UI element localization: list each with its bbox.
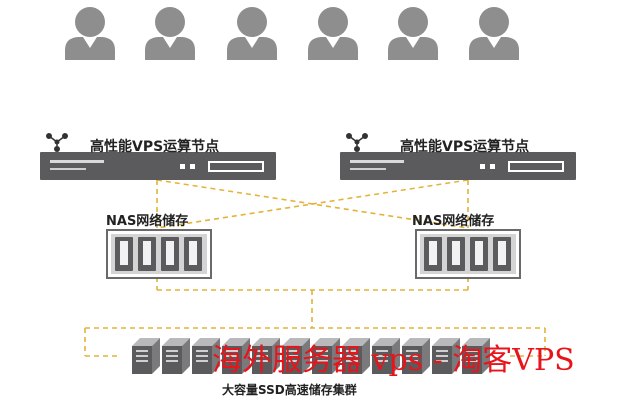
user-row	[65, 7, 519, 60]
ssd-server	[192, 338, 220, 374]
nas-label-right: NAS网络储存	[412, 214, 495, 229]
user-icon	[469, 7, 519, 60]
user-icon	[65, 7, 115, 60]
user-icon	[388, 7, 438, 60]
nas-label-left: NAS网络储存	[106, 214, 189, 229]
compute-node-right	[340, 152, 576, 180]
ssd-server	[252, 338, 280, 374]
cluster-label: 大容量SSD高速储存集群	[222, 383, 357, 397]
user-icon	[145, 7, 195, 60]
ssd-server	[342, 338, 370, 374]
ssd-server	[222, 338, 250, 374]
watermark-text: 海外服务器 vps - 淘客VPS	[212, 343, 575, 378]
ssd-server	[432, 338, 460, 374]
ssd-server	[162, 338, 190, 374]
nas-unit-right	[415, 229, 521, 279]
ssd-server	[372, 338, 400, 374]
connection-lines	[84, 179, 546, 357]
ssd-server	[402, 338, 430, 374]
user-icon	[308, 7, 358, 60]
node-label-right: 高性能VPS运算节点	[400, 139, 530, 155]
ssd-server	[312, 338, 340, 374]
nas-units	[106, 229, 521, 279]
ssd-server	[282, 338, 310, 374]
ssd-server	[462, 338, 490, 374]
compute-node-left	[40, 152, 276, 180]
user-icon	[227, 7, 277, 60]
node-label-left: 高性能VPS运算节点	[90, 139, 220, 155]
nas-unit-left	[106, 229, 212, 279]
network-icon	[346, 133, 368, 152]
ssd-cluster	[132, 338, 490, 374]
network-icon	[46, 133, 68, 152]
connection-line	[156, 179, 469, 229]
ssd-server	[132, 338, 160, 374]
compute-nodes	[40, 133, 576, 180]
